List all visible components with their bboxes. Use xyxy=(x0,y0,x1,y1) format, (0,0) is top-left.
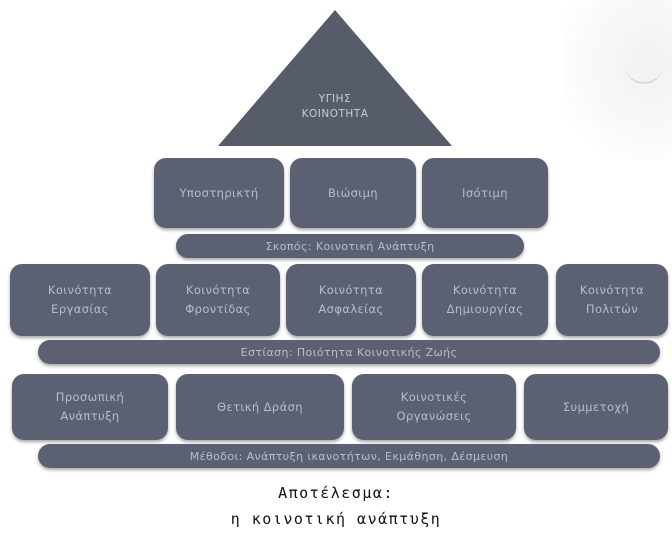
box-positive-action: Θετική Δράση xyxy=(176,374,344,440)
apex-triangle xyxy=(218,10,452,146)
box-equitable: Ισότιμη xyxy=(422,158,548,228)
bar-methods-label: Μέθοδοι: Ανάπτυξη ικανοτήτων, Εκμάθηση, … xyxy=(189,449,509,463)
background-face-image xyxy=(562,0,672,160)
apex-label-line-2: ΚΟΙΝΟΤΗΤΑ xyxy=(301,108,369,120)
box-supportive: Υποστηρικτή xyxy=(154,158,284,228)
box-sustainable: Βιώσιμη xyxy=(290,158,416,228)
box-personal-development: Προσωπική Ανάπτυξη xyxy=(12,374,168,440)
box-creation-community-line-1: Κοινότητα xyxy=(452,283,518,297)
box-work-community-line-2: Εργασίας xyxy=(51,302,109,316)
box-citizens-community-line-1: Κοινότητα xyxy=(579,283,645,297)
face-contour xyxy=(624,60,664,84)
box-work-community-line-1: Κοινότητα xyxy=(47,283,113,297)
box-personal-development-line-2: Ανάπτυξη xyxy=(60,409,120,423)
bar-focus: Εστίαση: Ποιότητα Κοινοτικής Ζωής xyxy=(38,340,660,364)
box-citizens-community: Κοινότητα Πολιτών xyxy=(556,264,668,336)
box-citizens-community-line-2: Πολιτών xyxy=(585,302,639,316)
box-safety-community: Κοινότητα Ασφαλείας xyxy=(286,264,416,336)
box-creation-community-line-2: Δημιουργίας xyxy=(446,302,524,316)
apex-label: ΥΓΙΗΣ ΚΟΙΝΟΤΗΤΑ xyxy=(290,92,380,122)
result-title: Αποτέλεσμα: xyxy=(278,484,394,502)
box-creation-community: Κοινότητα Δημιουργίας xyxy=(422,264,548,336)
box-safety-community-line-2: Ασφαλείας xyxy=(318,302,384,316)
box-care-community-line-1: Κοινότητα xyxy=(185,283,251,297)
box-community-organizations-line-2: Οργανώσεις xyxy=(396,409,472,423)
box-safety-community-line-1: Κοινότητα xyxy=(318,283,384,297)
box-participation-label: Συμμετοχή xyxy=(562,399,630,414)
box-community-organizations: Κοινοτικές Οργανώσεις xyxy=(352,374,516,440)
bar-methods: Μέθοδοι: Ανάπτυξη ικανοτήτων, Εκμάθηση, … xyxy=(38,444,660,468)
box-community-organizations-line-1: Κοινοτικές xyxy=(400,390,468,404)
box-participation: Συμμετοχή xyxy=(524,374,668,440)
bar-goal-label: Σκοπός: Κοινοτική Ανάπτυξη xyxy=(265,239,435,253)
result-subtitle: η κοινοτική ανάπτυξη xyxy=(230,510,442,528)
bar-goal: Σκοπός: Κοινοτική Ανάπτυξη xyxy=(176,234,524,258)
bar-focus-label: Εστίαση: Ποιότητα Κοινοτικής Ζωής xyxy=(240,345,458,359)
apex-label-line-1: ΥΓΙΗΣ xyxy=(318,93,352,105)
box-positive-action-label: Θετική Δράση xyxy=(217,399,303,414)
box-work-community: Κοινότητα Εργασίας xyxy=(10,264,150,336)
box-supportive-label: Υποστηρικτή xyxy=(179,185,259,200)
box-equitable-label: Ισότιμη xyxy=(462,185,508,200)
box-personal-development-line-1: Προσωπική xyxy=(55,390,125,404)
box-care-community-line-2: Φροντίδας xyxy=(185,302,251,316)
box-care-community: Κοινότητα Φροντίδας xyxy=(156,264,280,336)
box-sustainable-label: Βιώσιμη xyxy=(328,185,378,200)
